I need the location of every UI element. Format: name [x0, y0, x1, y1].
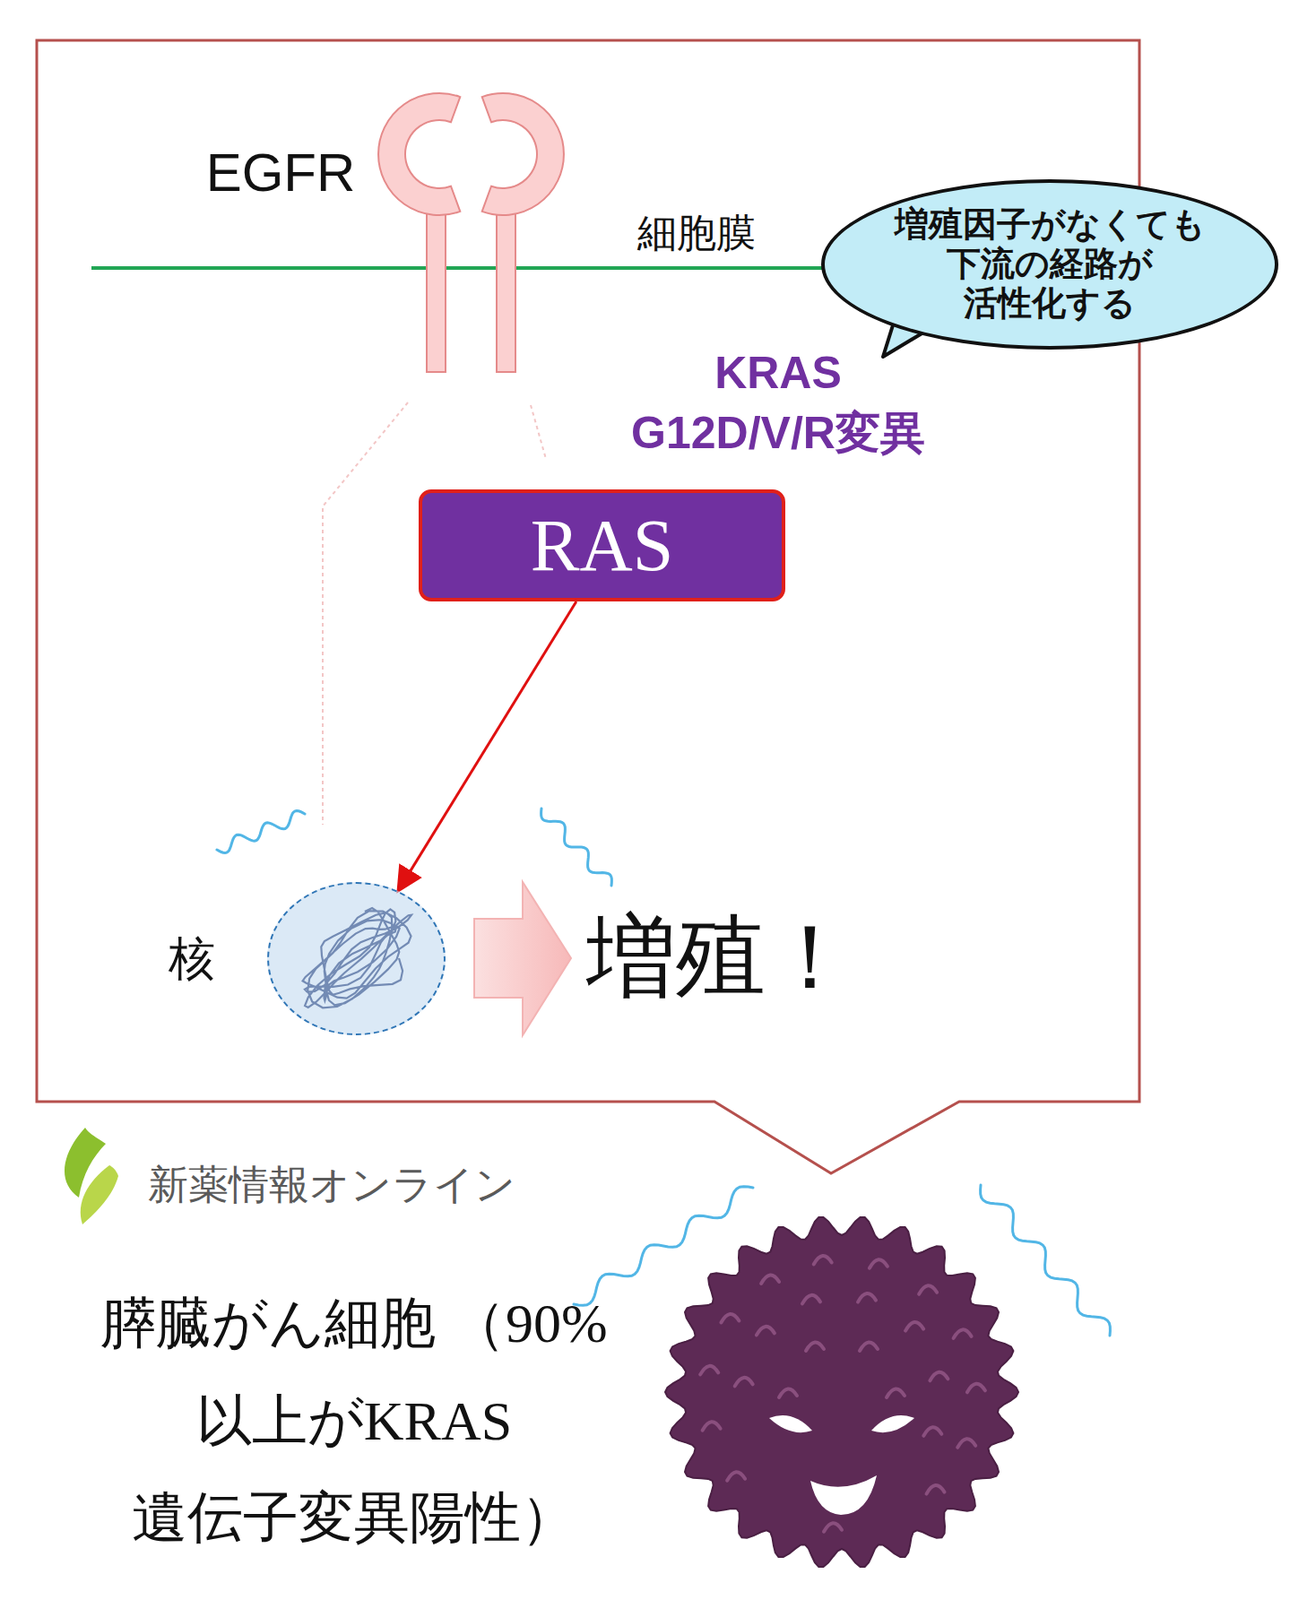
nucleus-circle: 核 — [267, 882, 446, 1036]
node-text: 核 — [168, 927, 216, 991]
cell-membrane — [91, 266, 823, 270]
result-text: 増殖！ — [586, 898, 856, 1020]
node-text: 増殖因子がなくても 下流の経路が 活性化する — [870, 205, 1230, 323]
node-text: RAS — [530, 503, 675, 589]
egfr-receptor — [378, 93, 564, 373]
cell-caption: 膵臓がん細胞 （90%以上がKRAS 遺伝子変異陽性） — [94, 1274, 615, 1568]
speech-bubble: 増殖因子がなくても 下流の経路が 活性化する — [821, 179, 1279, 350]
mutation-label: KRAS G12D/V/R変異 — [580, 343, 976, 465]
signal-arrow — [399, 601, 577, 890]
proliferation-arrow — [474, 882, 572, 1036]
vibration-marks — [216, 808, 1110, 1336]
process-box: RAS — [418, 489, 786, 602]
logo-icon — [64, 1127, 119, 1225]
membrane-label: 細胞膜 — [637, 207, 756, 260]
cancer-cell — [665, 1217, 1019, 1568]
logo-text: 新薬情報オンライン — [147, 1158, 516, 1213]
receptor-label: EGFR — [206, 141, 356, 204]
inactive-pathway — [322, 402, 546, 825]
